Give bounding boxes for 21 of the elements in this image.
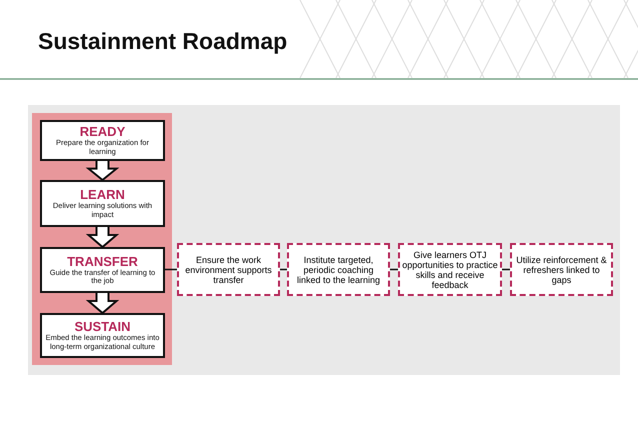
action-box: Utilize reinforcement & refreshers linked to gaps bbox=[510, 243, 613, 296]
connector-line bbox=[165, 268, 177, 270]
stage-box bbox=[40, 180, 165, 227]
stage-box bbox=[40, 120, 165, 161]
block-arrow bbox=[86, 292, 120, 314]
action-box: Institute targeted, periodic coaching linked to the learning bbox=[287, 243, 390, 296]
page-title: Sustainment Roadmap bbox=[38, 28, 288, 55]
stage-heading: TRANSFER bbox=[67, 254, 138, 268]
stage-heading: SUSTAIN bbox=[74, 320, 131, 334]
stage-box bbox=[40, 313, 165, 358]
block-arrow bbox=[86, 160, 120, 182]
stage-heading: READY bbox=[80, 125, 126, 139]
stage-box bbox=[40, 247, 165, 293]
action-box: Give learners OTJ opportunities to practice skills and receive feedback bbox=[398, 243, 502, 296]
connector-line bbox=[390, 268, 398, 270]
connector-line bbox=[502, 268, 510, 270]
stage-panel bbox=[32, 113, 172, 365]
block-arrow bbox=[86, 226, 120, 248]
stage-heading: LEARN bbox=[80, 188, 125, 202]
connector-line bbox=[280, 268, 287, 270]
action-box: Ensure the work environment supports transfer bbox=[177, 243, 280, 296]
